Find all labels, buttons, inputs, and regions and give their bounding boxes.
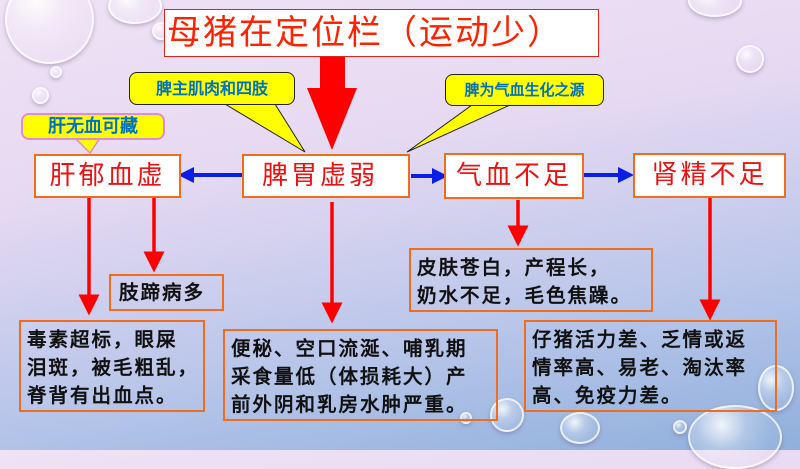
- effect-text-line: 肢蹄病多: [119, 281, 206, 304]
- effect-text-line: 脊背有出血点。: [27, 384, 178, 407]
- effect-toxin: 毒素超标，眼屎 泪斑，被毛粗乱， 脊背有出血点。: [19, 320, 205, 412]
- callout-tail-liver-blood: [73, 137, 102, 155]
- water-drop-decoration: [688, 0, 742, 17]
- diagram-title: 母猪在定位栏（运动少）: [164, 9, 599, 57]
- node-spleen-stomach-weakness: 脾胃虚弱: [242, 154, 410, 198]
- effect-text-line: 泪斑，被毛粗乱，: [27, 356, 200, 379]
- callout-tail-spleen-muscle: [223, 103, 306, 153]
- effect-text-line: 采食量低（体损耗大）产: [231, 365, 468, 388]
- effect-digestive: 便秘、空口流涎、哺乳期 采食量低（体损耗大）产 前外阴和乳房水肿严重。: [223, 329, 498, 421]
- effect-text-line: 奶水不足，毛色焦躁。: [417, 284, 633, 307]
- water-drop-decoration: [460, 412, 472, 424]
- effect-text-line: 皮肤苍白，产程长，: [417, 256, 611, 279]
- node-kidney-essence-deficiency: 肾精不足: [633, 153, 786, 198]
- effect-hoof-disease: 肢蹄病多: [109, 274, 224, 311]
- effect-text-line: 前外阴和乳房水肿严重。: [231, 393, 468, 416]
- effect-piglet-fertility: 仔猪活力差、乏情或返 情率高、易老、淘汰率 高、免疫力差。: [524, 320, 777, 412]
- water-drop-decoration: [50, 66, 62, 78]
- callout-spleen-muscle: 脾主肌肉和四肢: [129, 72, 295, 105]
- effect-text-line: 仔猪活力差、乏情或返: [532, 328, 748, 351]
- water-drop-decoration: [736, 45, 764, 73]
- water-drop-decoration: [688, 405, 782, 469]
- big-red-down-arrow: [307, 57, 357, 150]
- effect-skin-milk: 皮肤苍白，产程长， 奶水不足，毛色焦躁。: [409, 248, 653, 312]
- water-drop-decoration: [560, 412, 600, 444]
- water-drop-decoration: [490, 398, 524, 432]
- effect-text-line: 毒素超标，眼屎: [27, 328, 178, 351]
- node-qi-blood-deficiency: 气血不足: [444, 153, 584, 199]
- callout-tail-spleen-source: [406, 104, 511, 153]
- water-drop-decoration: [32, 87, 49, 104]
- effect-text-line: 便秘、空口流涎、哺乳期: [231, 337, 468, 360]
- effect-text-line: 情率高、易老、淘汰率: [532, 356, 748, 379]
- node-liver-blood-deficiency: 肝郁血虚: [34, 154, 181, 198]
- water-drop-decoration: [108, 0, 162, 24]
- water-drop-decoration: [673, 420, 687, 434]
- callout-spleen-source: 脾为气血生化之源: [445, 74, 604, 106]
- water-drop-decoration: [5, 0, 94, 64]
- callout-liver-blood: 肝无血可藏: [21, 113, 165, 140]
- effect-text-line: 高、免疫力差。: [532, 384, 683, 407]
